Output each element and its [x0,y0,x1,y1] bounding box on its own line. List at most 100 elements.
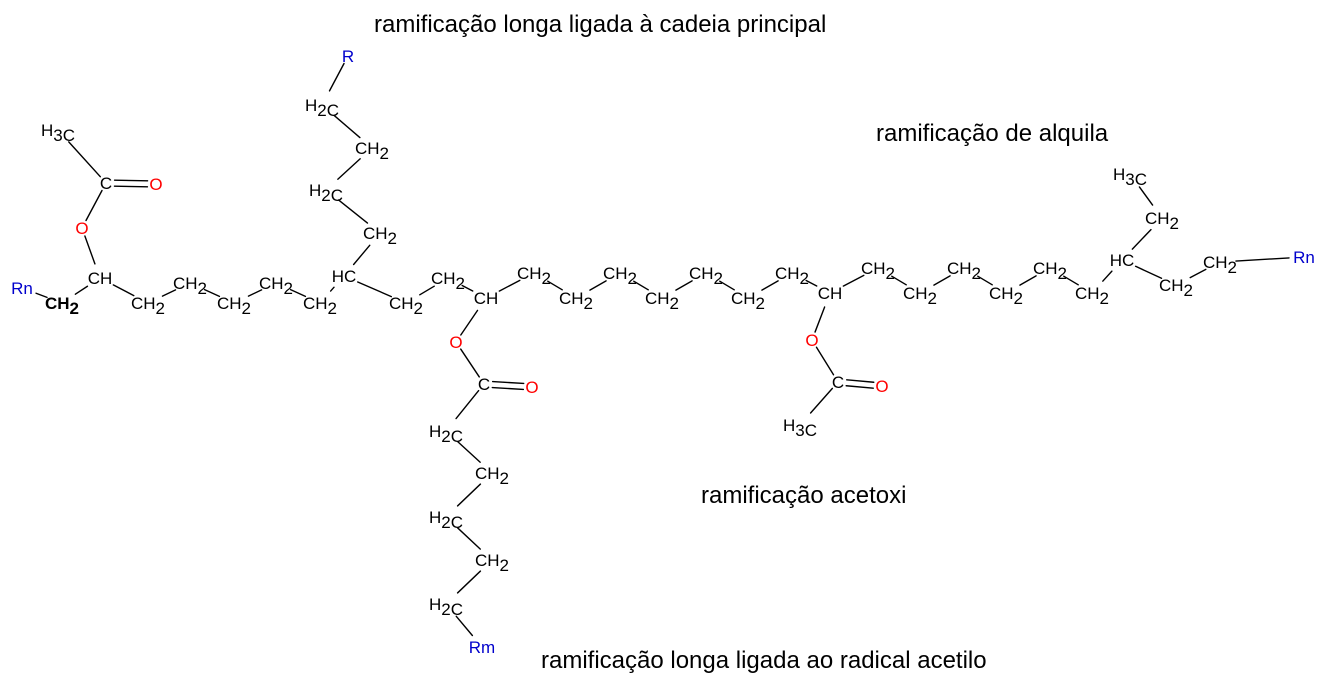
atom-label: CH2 [645,289,679,313]
atom-label: CH2 [475,464,509,488]
caption-long-branch-acetyl: ramificação longa ligada ao radical acet… [541,647,987,674]
single-bond [547,280,563,291]
single-bond [35,292,48,299]
single-bond [977,275,993,286]
single-bond [352,244,371,266]
atom-label: Rn [1293,248,1315,267]
atom-label: CH2 [45,294,79,318]
atom-label: H2C [309,181,343,205]
atom-label: CH2 [731,289,765,313]
atom-label: CH2 [1203,253,1237,277]
single-bond [675,280,693,291]
atom-label: CH2 [217,294,251,318]
single-bond [456,570,482,594]
atom-label: CH2 [1033,259,1067,283]
double-bond-line [113,179,149,182]
atom-label: R [342,47,354,66]
single-bond [333,114,361,139]
bond-layer [35,62,1290,637]
single-bond [247,289,263,297]
single-bond [460,348,480,378]
atom-label: HC [332,267,357,286]
single-bond [1138,186,1154,206]
atom-label: CH2 [989,284,1023,308]
single-bond [842,274,865,287]
single-bond [1131,228,1152,250]
atom-label: CH2 [431,269,465,293]
single-bond [633,280,649,291]
double-bond-line [491,386,525,391]
single-bond [1019,275,1037,286]
atom-label: CH2 [1145,209,1179,233]
atom-label: CH2 [861,259,895,283]
atom-label: C [832,373,844,392]
single-bond [357,281,393,298]
atom-label: CH2 [775,264,809,288]
atom-label: CH2 [689,264,723,288]
atom-label: CH2 [389,294,423,318]
atom-label: CH [88,269,113,288]
single-bond [85,189,103,222]
atom-label: H2C [429,422,463,446]
single-bond [460,309,479,336]
atom-label: CH2 [947,259,981,283]
atom-label: O [805,331,818,350]
single-bond [112,284,135,297]
atom-label: O [75,219,88,238]
atom-label: C [478,375,490,394]
single-bond [337,199,369,224]
single-bond [589,280,607,291]
single-bond [203,288,221,298]
single-bond [455,389,480,420]
atom-label: CH2 [903,284,937,308]
atom-label: H3C [1113,165,1147,189]
atom-label: Rm [469,638,495,657]
single-bond [761,280,779,291]
single-bond [1189,268,1207,279]
double-bond-line [113,185,149,188]
atom-label: CH2 [1159,276,1193,300]
caption-alkyl-branch: ramificação de alquila [876,120,1109,147]
atom-label: CH2 [1075,284,1109,308]
atom-label: CH [474,289,499,308]
single-bond [455,615,474,637]
atom-label: H2C [429,508,463,532]
atom-label: O [149,175,162,194]
single-bond [289,288,307,298]
single-bond [456,527,482,550]
single-bond [814,306,826,333]
atom-label: CH2 [517,264,551,288]
single-bond [805,279,818,287]
single-bond [1102,270,1113,282]
caption-acetoxy-branch: ramificação acetoxi [701,482,907,509]
atom-label: HC [1110,251,1135,270]
single-bond [329,286,335,292]
single-bond [1063,275,1079,286]
single-bond [328,62,345,92]
atom-label: H2C [429,595,463,619]
atom-label: CH2 [559,289,593,313]
atom-label: CH2 [131,294,165,318]
single-bond [933,275,951,286]
single-bond [68,141,101,178]
single-bond [456,483,482,507]
atom-label: CH2 [303,294,337,318]
atom-label: CH [818,284,843,303]
single-bond [161,289,177,297]
atom-label: CH2 [173,274,207,298]
atom-label: Rn [11,279,33,298]
atom-label: H2C [305,96,339,120]
atom-label: H3C [41,121,75,145]
single-bond [891,275,907,286]
double-bond-line [845,385,874,389]
single-bond [809,387,834,414]
double-bond-line [491,380,525,385]
single-bond [419,285,435,296]
caption-long-branch-main-chain: ramificação longa ligada à cadeia princi… [374,11,827,38]
single-bond [498,279,521,292]
double-bond-line [846,379,875,383]
single-bond [461,284,474,292]
single-bond [1134,265,1163,279]
